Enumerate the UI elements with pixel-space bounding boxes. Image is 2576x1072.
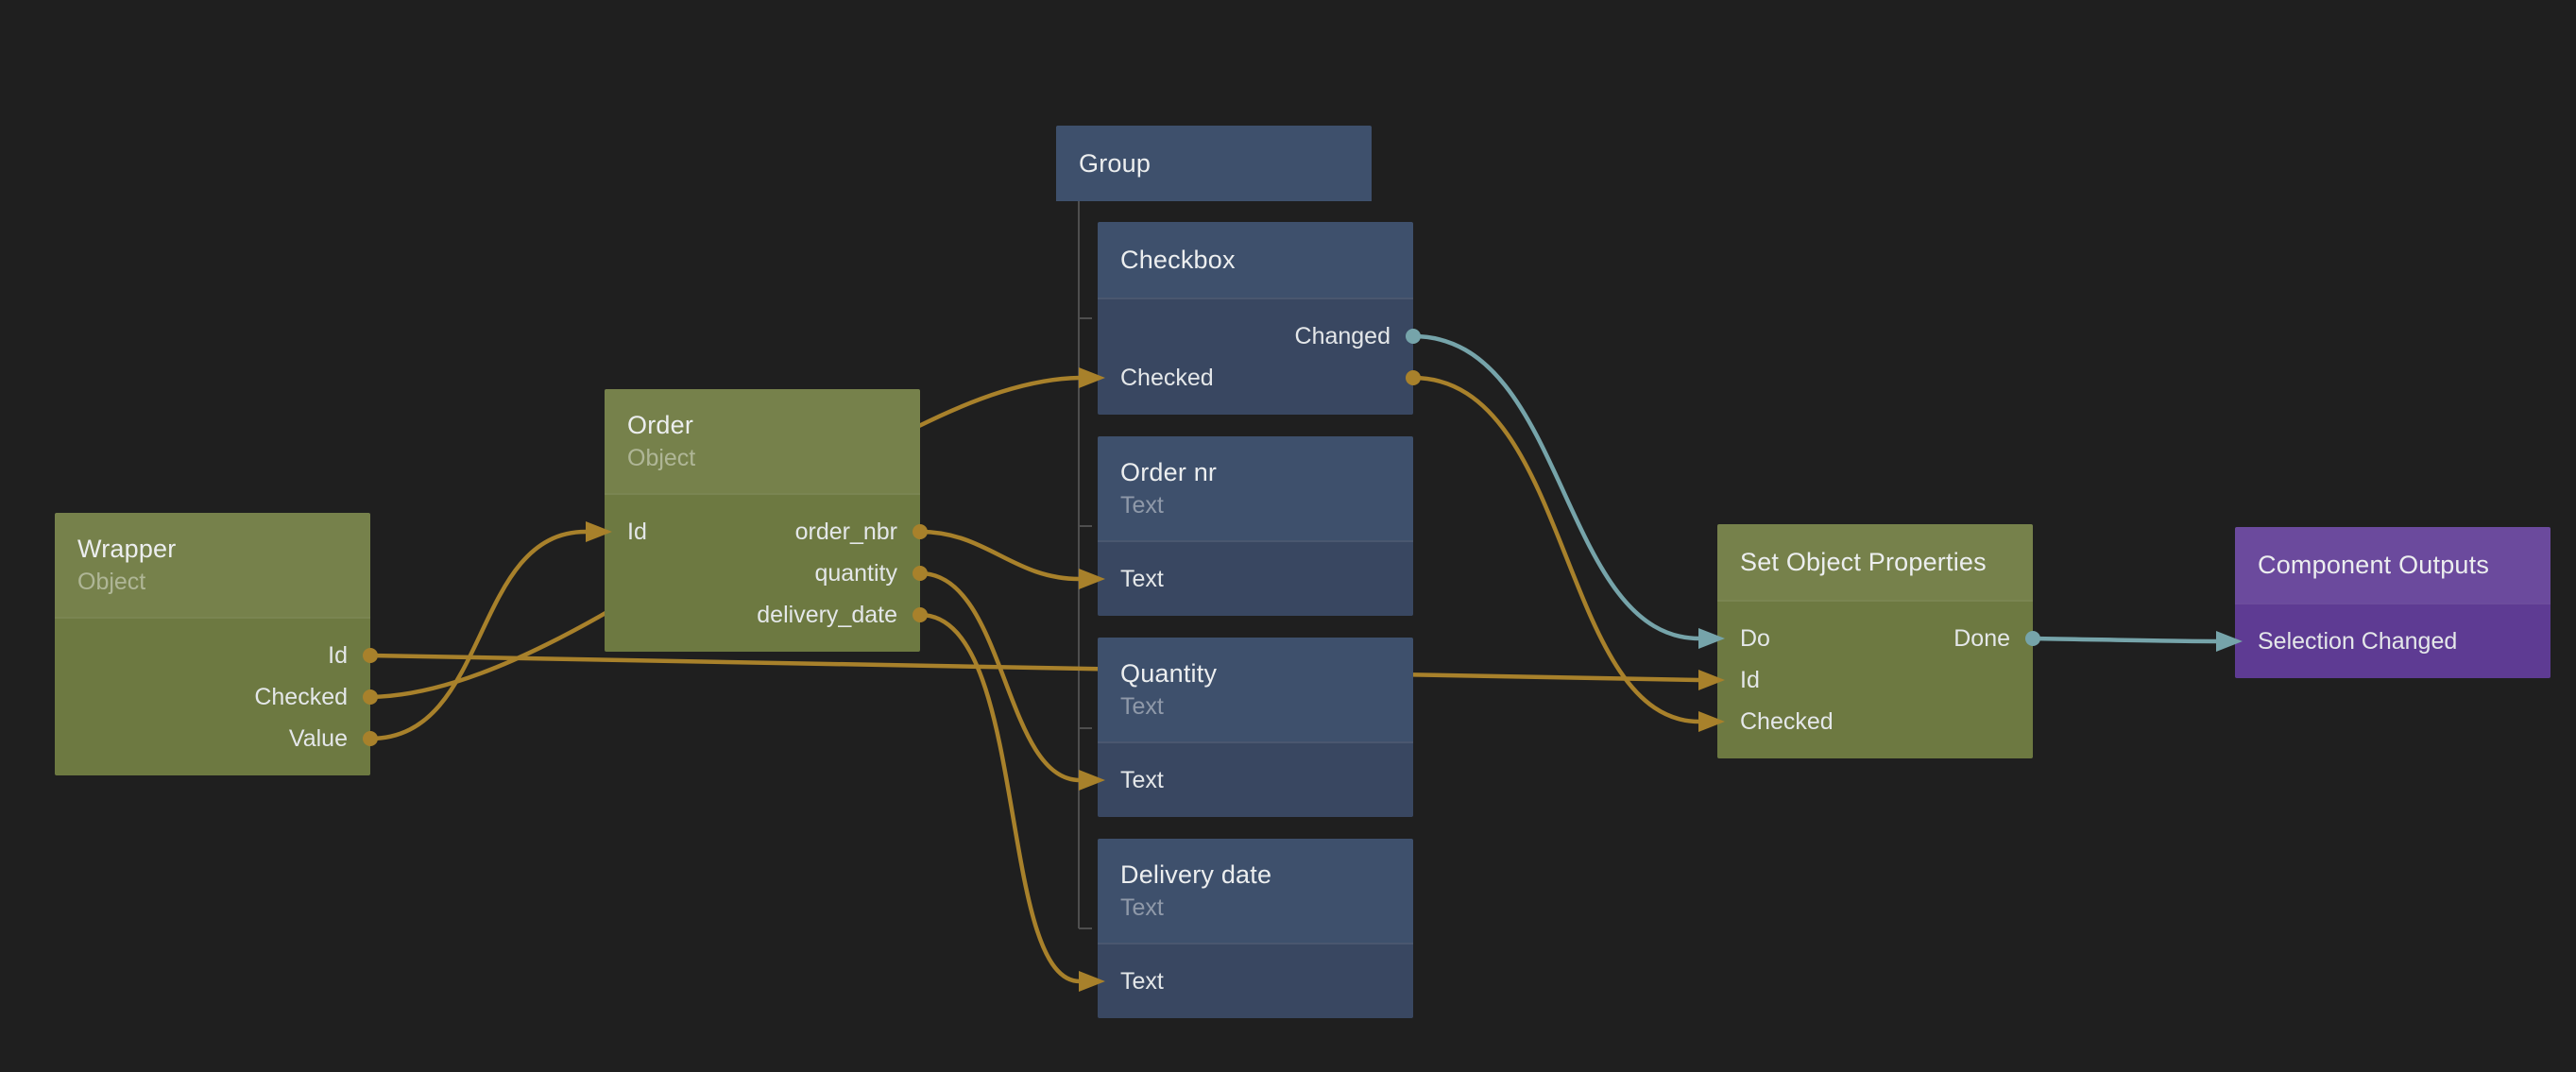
port-row: Checked (55, 676, 370, 718)
node-group-header: Group (1056, 126, 1372, 201)
port-text[interactable]: Text (1120, 967, 1164, 995)
wire-ordernbr-to-ordernr-text[interactable] (917, 529, 1083, 582)
node-order-body: Id order_nbr quantity delivery_date (605, 493, 920, 652)
node-title: Delivery date (1120, 859, 1272, 889)
port-row: Text (1098, 961, 1413, 1002)
node-wrapper-body: Id Checked Value (55, 617, 370, 775)
port-row: Changed (1098, 315, 1413, 357)
port-row: Value (55, 718, 370, 759)
port-row: Text (1098, 759, 1413, 801)
node-subtitle: Text (1120, 893, 1164, 921)
node-quantity-body: Text (1098, 741, 1413, 817)
node-component-outputs-body: Selection Changed (2235, 603, 2550, 678)
port-selection-changed[interactable]: Selection Changed (2258, 627, 2458, 655)
node-delivery-date[interactable]: Delivery date Text Text (1098, 839, 1413, 1018)
node-component-outputs-header: Component Outputs (2235, 527, 2550, 603)
wire-checkbox-checked-to-sop-checked[interactable] (1410, 375, 1702, 724)
wire-quantity-to-quantity-text[interactable] (917, 570, 1083, 783)
node-title: Order nr (1120, 457, 1218, 486)
node-delivery-date-header: Delivery date Text (1098, 839, 1413, 943)
node-checkbox-header: Checkbox (1098, 222, 1413, 298)
port-quantity[interactable]: quantity (814, 559, 897, 587)
port-do[interactable]: Do (1740, 624, 1770, 652)
node-order-header: Order Object (605, 389, 920, 493)
port-done[interactable]: Done (1953, 624, 2010, 652)
node-sop-header: Set Object Properties (1717, 524, 2033, 600)
port-row: delivery_date (605, 594, 920, 636)
node-title: Set Object Properties (1740, 547, 1987, 576)
port-text[interactable]: Text (1120, 565, 1164, 592)
port-checked[interactable]: Checked (254, 683, 348, 710)
wire-done-to-selection-changed[interactable] (2030, 636, 2220, 644)
port-row: Selection Changed (2235, 621, 2550, 662)
node-component-outputs[interactable]: Component Outputs Selection Changed (2235, 527, 2550, 678)
node-wrapper[interactable]: Wrapper Object Id Checked Value (55, 513, 370, 775)
node-subtitle: Object (77, 568, 146, 595)
port-text[interactable]: Text (1120, 766, 1164, 793)
port-changed[interactable]: Changed (1294, 322, 1390, 349)
node-checkbox-body: Changed Checked (1098, 298, 1413, 415)
port-value[interactable]: Value (288, 724, 348, 752)
node-order-nr-header: Order nr Text (1098, 436, 1413, 540)
node-quantity[interactable]: Quantity Text Text (1098, 638, 1413, 817)
node-delivery-date-body: Text (1098, 943, 1413, 1018)
port-row: Id order_nbr (605, 511, 920, 553)
port-delivery-date[interactable]: delivery_date (757, 601, 897, 628)
node-order[interactable]: Order Object Id order_nbr quantity deliv… (605, 389, 920, 652)
port-row: Checked (1717, 701, 2033, 742)
node-subtitle: Text (1120, 692, 1164, 720)
port-id[interactable]: Id (1740, 666, 1760, 693)
port-order-nbr[interactable]: order_nbr (794, 518, 897, 545)
port-row: Text (1098, 558, 1413, 600)
node-wrapper-header: Wrapper Object (55, 513, 370, 617)
port-checked[interactable]: Checked (1740, 707, 1834, 735)
node-title: Order (627, 410, 694, 439)
node-title: Component Outputs (2258, 550, 2490, 579)
port-row: Id (1717, 659, 2033, 701)
port-checked[interactable]: Checked (1120, 364, 1214, 391)
port-row: Do Done (1717, 618, 2033, 659)
node-sop-body: Do Done Id Checked (1717, 600, 2033, 758)
wire-wrapper-value-to-order-id[interactable] (367, 529, 589, 741)
port-id[interactable]: Id (328, 641, 348, 669)
node-title: Wrapper (77, 534, 177, 563)
node-order-nr-body: Text (1098, 540, 1413, 616)
port-row: Id (55, 635, 370, 676)
node-group[interactable]: Group (1056, 126, 1372, 201)
node-subtitle: Object (627, 444, 696, 471)
port-row: quantity (605, 553, 920, 594)
wire-wrapper-id-to-sop-id[interactable] (367, 653, 1702, 683)
node-title: Quantity (1120, 658, 1218, 688)
wire-changed-to-sop-do[interactable] (1410, 333, 1702, 641)
node-title: Checkbox (1120, 245, 1236, 274)
node-set-object-properties[interactable]: Set Object Properties Do Done Id Checked (1717, 524, 2033, 758)
group-hierarchy-line (1078, 201, 1092, 929)
node-order-nr[interactable]: Order nr Text Text (1098, 436, 1413, 616)
port-id[interactable]: Id (627, 518, 647, 545)
port-row: Checked (1098, 357, 1413, 399)
node-title: Group (1079, 148, 1152, 178)
wire-deliverydate-to-delivery-text[interactable] (917, 612, 1083, 984)
node-subtitle: Text (1120, 491, 1164, 519)
node-checkbox[interactable]: Checkbox Changed Checked (1098, 222, 1413, 415)
node-quantity-header: Quantity Text (1098, 638, 1413, 741)
